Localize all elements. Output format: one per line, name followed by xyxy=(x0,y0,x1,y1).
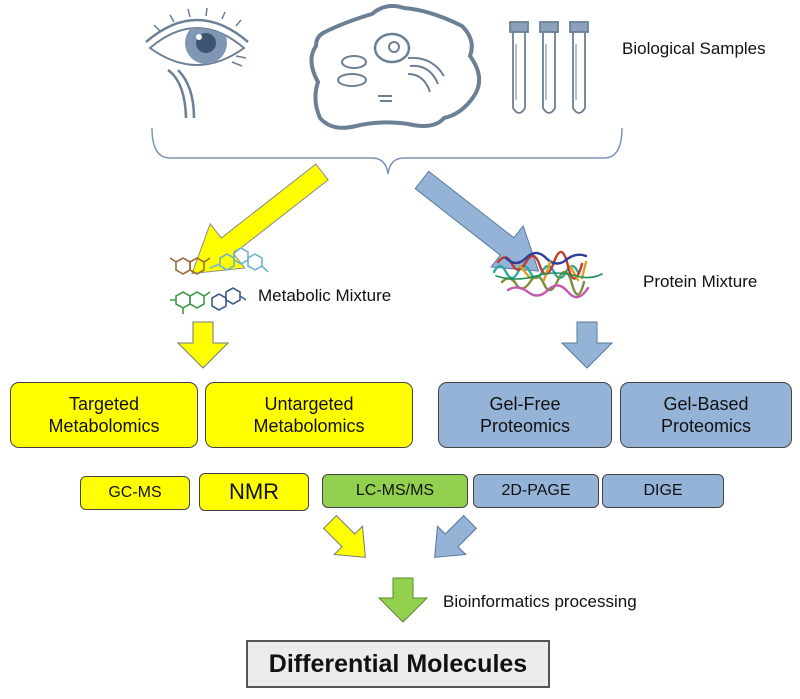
biological-samples-label: Biological Samples xyxy=(622,39,766,58)
gel-based-line-2: Proteomics xyxy=(660,416,752,436)
gel-free-line-2: Proteomics xyxy=(479,416,571,436)
untargeted-line-2: Metabolomics xyxy=(253,416,365,436)
cell-icon xyxy=(309,4,482,130)
gel-based-line-1: Gel-Based xyxy=(663,393,749,414)
arrow-to-metabolic xyxy=(191,163,329,275)
bioinformatics-label: Bioinformatics processing xyxy=(443,592,637,611)
nmr-box: NMR xyxy=(199,473,309,511)
gel-free-line-1: Gel-Free xyxy=(489,393,561,414)
grouping-brace xyxy=(151,127,623,175)
arrow-down-bioinformatics xyxy=(377,577,429,623)
differential-molecules-box: Differential Molecules xyxy=(246,640,550,688)
protein-structure-icon xyxy=(492,250,603,299)
2d-page-box: 2D-PAGE xyxy=(473,474,599,508)
protein-mixture-label: Protein Mixture xyxy=(643,272,758,291)
arrow-down-metabolic xyxy=(176,321,230,369)
metabolite-structures-icon xyxy=(169,247,269,314)
arrow-down-protein xyxy=(560,321,614,369)
dige-box: DIGE xyxy=(602,474,724,508)
test-tubes-icon xyxy=(509,21,589,114)
arrow-converge-blue xyxy=(434,514,478,558)
lcmsms-box: LC-MS/MS xyxy=(322,474,468,508)
gcms-box: GC-MS xyxy=(80,476,190,510)
targeted-line-2: Metabolomics xyxy=(48,416,160,436)
arrow-converge-yellow xyxy=(322,514,366,558)
targeted-line-1: Targeted xyxy=(68,393,140,414)
metabolic-mixture-label: Metabolic Mixture xyxy=(258,286,392,305)
arrow-to-protein xyxy=(414,170,540,272)
untargeted-line-1: Untargeted xyxy=(264,393,354,414)
eye-icon xyxy=(145,7,249,119)
